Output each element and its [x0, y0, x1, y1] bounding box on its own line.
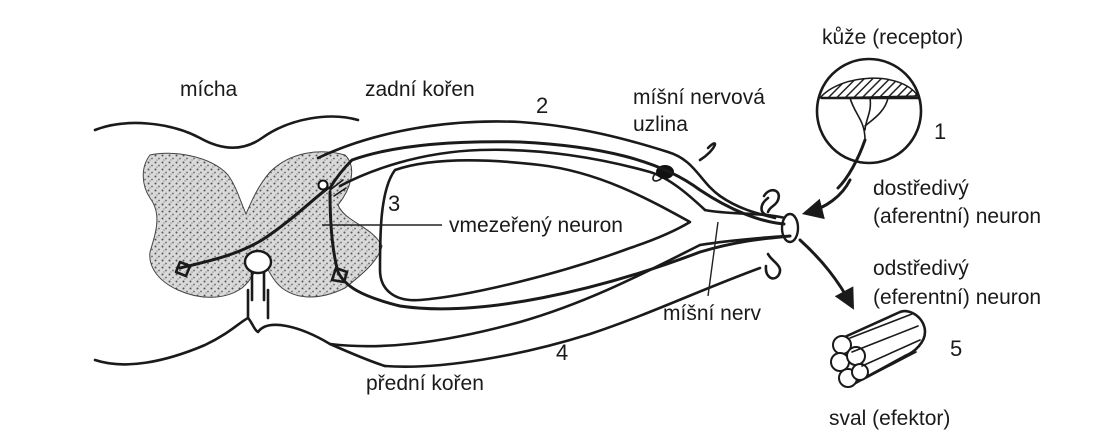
efferent-arrow — [800, 240, 852, 306]
label-zadni-koren: zadní kořen — [365, 78, 475, 101]
label-muscle: sval (efektor) — [829, 407, 950, 430]
skin-receptor — [817, 59, 921, 188]
central-canal — [245, 251, 271, 273]
label-interneuron: vmezeřený neuron — [449, 214, 623, 237]
dorsal-root — [318, 121, 775, 218]
label-afferent-line1: dostředivý — [873, 177, 969, 200]
muscle-effector — [831, 311, 925, 387]
label-afferent-line2: (aferentní) neuron — [873, 205, 1041, 228]
afferent-arrow — [806, 180, 850, 213]
label-predni-koren: přední kořen — [366, 372, 484, 395]
label-ganglion-line2: uzlina — [633, 113, 688, 136]
label-nerve: míšní nerv — [663, 302, 762, 325]
number-2: 2 — [536, 93, 548, 118]
number-4: 4 — [556, 340, 568, 365]
number-1: 1 — [934, 119, 946, 144]
number-3: 3 — [388, 191, 400, 216]
label-micha: mícha — [180, 78, 238, 101]
label-efferent-line2: (eferentní) neuron — [873, 286, 1041, 309]
spinal-nerve — [700, 190, 798, 278]
number-5: 5 — [950, 336, 962, 361]
label-skin: kůže (receptor) — [822, 26, 963, 49]
label-efferent-line1: odstředivý — [873, 257, 969, 280]
label-ganglion-line1: míšní nervová — [633, 86, 765, 109]
